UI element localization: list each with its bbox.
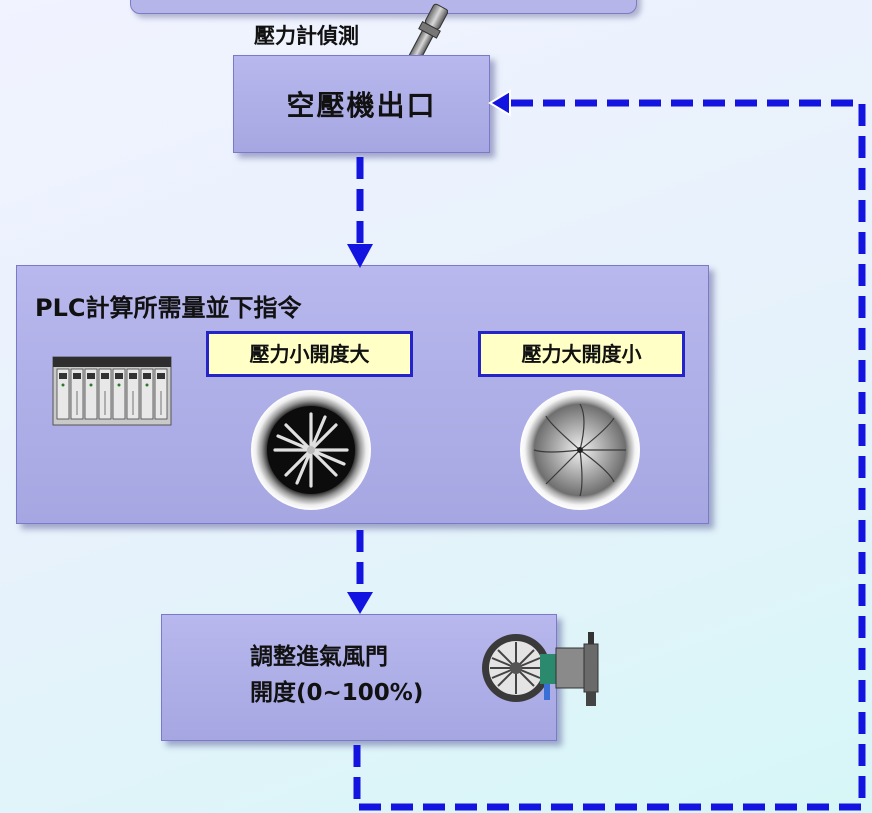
valve-text: 調整進氣風門 開度(0~100%) [250,639,423,711]
tag-low-pressure: 壓力小開度大 [206,331,413,377]
plc-rack-icon [52,356,172,426]
arrow-feedback-loop [353,99,866,811]
damper-open-icon [251,390,371,510]
damper-closed-icon [520,390,640,510]
outlet-box: 空壓機出口 [233,55,490,153]
valve-line-2: 開度(0~100%) [250,680,424,706]
plc-box: PLC計算所需量並下指令 壓力小開度大 壓力大開度小 [16,265,709,524]
plc-title: PLC計算所需量並下指令 [35,294,302,322]
outlet-title: 空壓機出口 [286,89,437,122]
valve-line-1: 調整進氣風門 [250,644,388,670]
sensor-label: 壓力計偵測 [254,24,359,48]
arrowhead-down-1 [347,244,373,268]
top-box-partial [130,0,637,14]
arrowhead-left [488,89,511,117]
arrowhead-down-2 [347,592,373,614]
actuator-valve-icon [482,632,599,706]
tag-high-pressure: 壓力大開度小 [478,331,685,377]
